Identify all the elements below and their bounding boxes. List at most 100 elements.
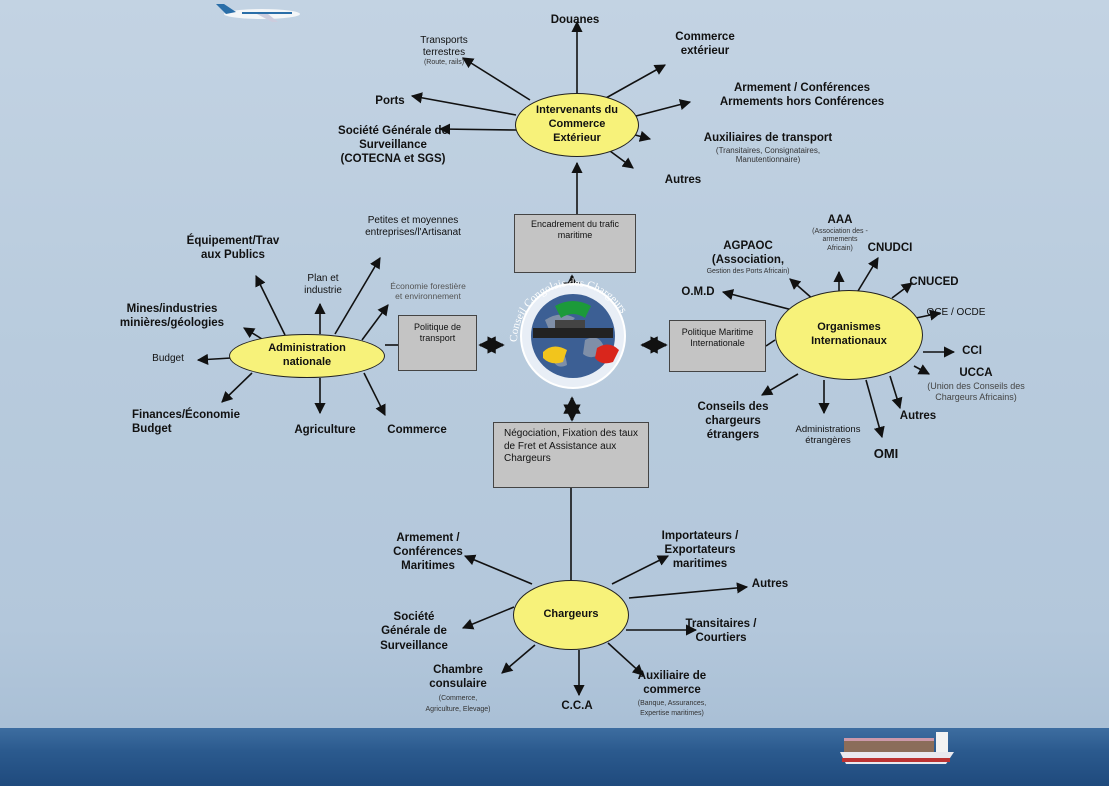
box-politique-transport: Politique de transport: [398, 315, 477, 371]
label-autres-chargeurs: Autres: [751, 578, 789, 590]
label-budget: Budget: [152, 353, 184, 364]
arrow-connector: [361, 304, 389, 341]
label-sub: (Banque, Assurances,: [637, 699, 707, 707]
label-line: entreprises/l'Artisanat: [365, 227, 461, 238]
label-sub: (Route, rails): [423, 59, 465, 66]
label-line: (COTECNA et SGS): [340, 152, 446, 165]
label-text: Transports terrestres: [420, 35, 468, 58]
arrow-connector: [913, 364, 930, 375]
label-line: Transitaires /: [685, 618, 757, 630]
label-sub: Manutentionnaire): [735, 155, 801, 165]
label-autres-intervenants: Autres: [664, 174, 702, 186]
label-line: Administrations: [795, 424, 861, 435]
arrow-connector: [461, 606, 515, 630]
arrow-connector: [196, 353, 232, 365]
label-omi: OMI: [873, 446, 899, 461]
arrow-connector: [334, 257, 381, 335]
node-organismes: Organismes Internationaux: [775, 290, 923, 380]
label-ports: Ports: [375, 95, 405, 107]
arrow-connector: [889, 375, 903, 410]
arrow-connector: [438, 123, 517, 135]
arrow-connector: [462, 57, 531, 101]
arrow-connector: [761, 373, 799, 396]
label-line: Armement / Conférences: [733, 82, 871, 94]
node-intervenants: Intervenants du Commerce Extérieur: [515, 93, 639, 157]
label-sub: (Union des Conseils des: [927, 380, 1025, 391]
label-commerce: Commerce: [387, 424, 447, 436]
node-administration-label: Administration nationale: [268, 342, 346, 368]
label-cnudci: CNUDCI: [867, 242, 913, 254]
label-line: minières/géologies: [119, 316, 225, 329]
label-line: Société: [393, 611, 435, 623]
label-commerce-exterieur: Commerce extérieur: [675, 31, 735, 57]
label-line: Auxiliaire de: [637, 670, 707, 682]
label-line: Armement /: [396, 532, 460, 544]
label-line: chargeurs: [705, 414, 761, 427]
arrow-connector: [501, 644, 536, 674]
label-line: consulaire: [429, 677, 487, 690]
label-line: Auxiliaires de transport: [703, 132, 833, 144]
label-line: Importateurs /: [661, 530, 739, 542]
label-cci: CCI: [962, 345, 982, 357]
label-line: Courtiers: [695, 631, 747, 644]
label-line: Finances/Économie: [131, 409, 241, 421]
label-line: Surveillance: [359, 138, 427, 151]
label-sub: Agriculture, Elevage): [425, 705, 491, 713]
arrow-connector: [865, 379, 885, 439]
label-sub: Africain): [827, 244, 853, 252]
arrow-connector: [609, 150, 634, 169]
box-negociation: Négociation, Fixation des taux de Fret e…: [493, 422, 649, 488]
box-encadrement: Encadrement du trafic maritime: [514, 214, 636, 273]
label-line: Économie forestière: [390, 281, 466, 291]
arrow-connector: [628, 582, 749, 599]
label-sub: (Association des -: [812, 227, 868, 235]
label-line: Équipement/Trav: [186, 235, 280, 247]
label-oce-ocde: OCE / OCDE: [926, 307, 986, 318]
arrow-connector: [857, 257, 879, 292]
arrow-connector: [243, 327, 263, 340]
arrow-connector: [463, 554, 533, 585]
node-administration: Administration nationale: [229, 334, 385, 378]
label-line: AGPAOC: [723, 240, 773, 252]
label-line: maritimes: [672, 557, 728, 570]
label-line: industrie: [304, 285, 342, 296]
label-line: Générale de: [381, 625, 447, 638]
label-line: Chambre: [433, 664, 483, 676]
label-agriculture: Agriculture: [294, 424, 356, 436]
node-intervenants-label: Intervenants du Commerce Extérieur: [536, 104, 618, 144]
label-line: UCCA: [959, 367, 993, 379]
label-line: Budget: [131, 422, 172, 435]
arrow-connector: [221, 372, 253, 403]
label-line: Conférences: [393, 545, 463, 558]
label-line: Maritimes: [401, 559, 455, 572]
container-ship-icon: [840, 732, 954, 764]
airplane-icon: [216, 4, 300, 22]
label-line: Conseils des: [697, 401, 769, 413]
label-sub: armements: [822, 236, 858, 244]
label-cca: C.C.A: [561, 700, 593, 712]
arrow-connector: [607, 642, 644, 676]
label-sub: (Transitaires, Consignataires,: [715, 145, 821, 155]
label-agpaoc: AGPAOC(Association,Gestion des Ports Afr…: [707, 240, 790, 276]
label-line: étrangers: [706, 428, 760, 441]
arrow-connector: [891, 282, 913, 299]
node-chargeurs-label: Chargeurs: [543, 608, 599, 621]
label-line: aux Publics: [201, 248, 265, 261]
label-cnuced: CNUCED: [909, 276, 959, 288]
